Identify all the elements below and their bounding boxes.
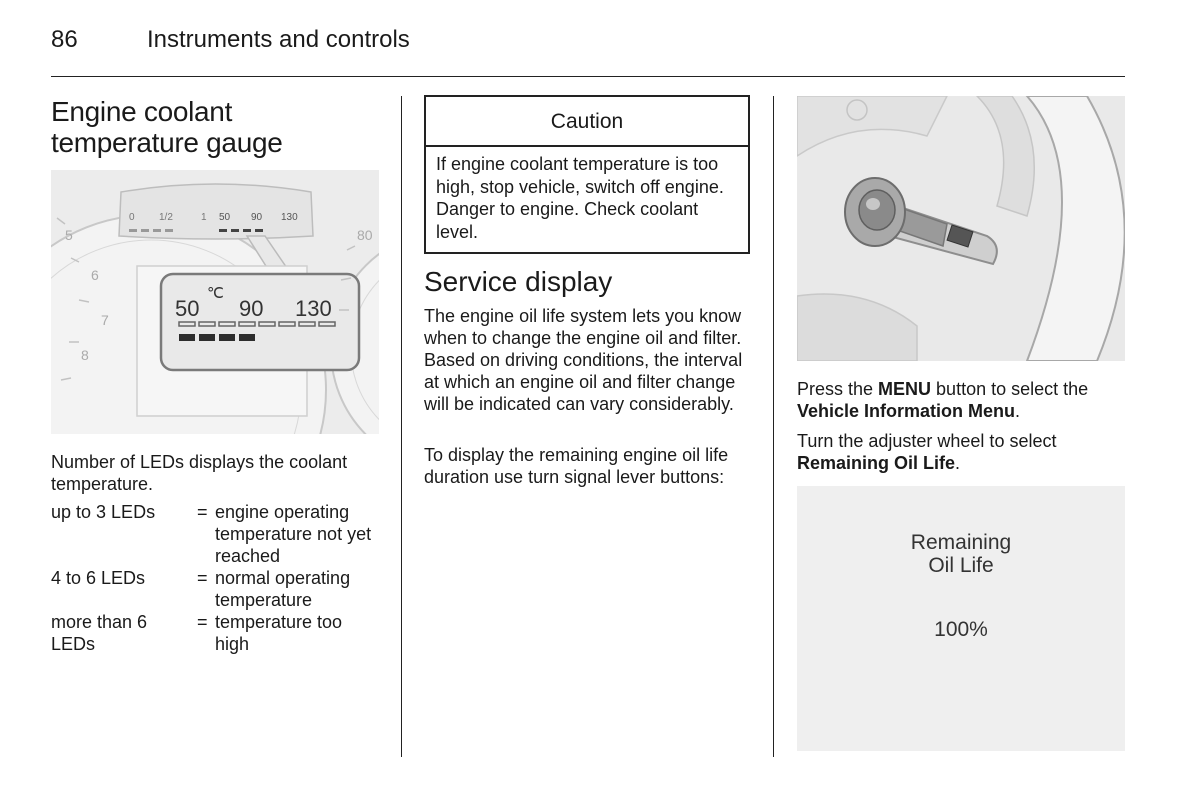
led-equals: = bbox=[197, 612, 208, 632]
dial-number-80: 80 bbox=[357, 227, 373, 243]
cluster-fuel-leds bbox=[129, 229, 173, 232]
oil-display-line1: Remaining bbox=[910, 531, 1012, 554]
cluster-label-50: 50 bbox=[219, 212, 231, 223]
coolant-title-line2: temperature gauge bbox=[51, 127, 283, 158]
coolant-title-line1: Engine coolant bbox=[51, 96, 233, 127]
coolant-gauge-illustration: 0 1/2 1 50 90 130 ℃ 50 90 130 bbox=[0, 170, 572, 566]
led-equals: = bbox=[197, 502, 208, 522]
cluster-label-90: 90 bbox=[251, 212, 263, 223]
menu-instruction-2-end: . bbox=[955, 453, 961, 473]
led-equals: = bbox=[197, 568, 208, 588]
service-display-title: Service display bbox=[424, 266, 613, 297]
menu-instruction-2-lead: Turn the adjuster wheel to select bbox=[797, 431, 1057, 451]
zoom-label-50: 50 bbox=[175, 296, 199, 321]
zoom-led-lit-row bbox=[179, 334, 255, 341]
cluster-label-half: 1/2 bbox=[159, 212, 173, 223]
column-divider-right bbox=[773, 96, 774, 757]
dial-number-6: 6 bbox=[91, 267, 99, 283]
oil-display-line2: Oil Life bbox=[928, 554, 994, 577]
coolant-gauge-svg: 0 1/2 1 50 90 130 ℃ 50 90 130 bbox=[0, 170, 572, 566]
menu-button-name: MENU bbox=[878, 379, 932, 399]
cluster-temp-leds bbox=[219, 229, 263, 232]
left-dial-ticks bbox=[56, 217, 90, 381]
led-description: normal operating temperature bbox=[215, 568, 351, 610]
chapter-title: Instruments and controls bbox=[147, 26, 410, 53]
dial-number-5: 5 bbox=[65, 227, 73, 243]
led-row: 4 to 6 LEDs = normal operating temperatu… bbox=[51, 567, 381, 611]
cluster-label-130: 130 bbox=[281, 212, 298, 223]
dial-number-7: 7 bbox=[101, 312, 109, 328]
header-rule bbox=[51, 76, 1125, 77]
cluster-label-0: 0 bbox=[129, 212, 135, 223]
led-condition: more than 6 LEDs bbox=[51, 612, 148, 654]
service-paragraph-2: To display the remaining engine oil life… bbox=[424, 445, 729, 487]
turn-signal-lever-illustration bbox=[797, 96, 1125, 361]
zoom-label-90: 90 bbox=[239, 296, 263, 321]
led-condition: 4 to 6 LEDs bbox=[51, 568, 146, 588]
led-row: up to 3 LEDs = engine operating temperat… bbox=[51, 501, 381, 567]
caution-text: If engine coolant temperature is too hig… bbox=[436, 154, 724, 242]
menu-instruction-2: Turn the adjuster wheel to select Remain… bbox=[797, 430, 1127, 474]
coolant-intro: Number of LEDs displays the coolant temp… bbox=[51, 452, 348, 494]
column-divider-left bbox=[401, 96, 402, 757]
caution-heading: Caution bbox=[426, 97, 748, 147]
turn-signal-lever-svg bbox=[797, 96, 1125, 361]
dial-number-8: 8 bbox=[81, 347, 89, 363]
menu-instruction-1-lead: Press the bbox=[797, 379, 879, 399]
cluster-label-1: 1 bbox=[201, 212, 207, 223]
led-description: temperature too high bbox=[215, 612, 343, 654]
coolant-section-title: Engine coolant temperature gauge bbox=[51, 96, 381, 158]
menu-instruction-1-end: . bbox=[1015, 401, 1021, 421]
zoom-led-outline-row bbox=[178, 321, 336, 327]
menu-instruction-1: Press the MENU button to select the Vehi… bbox=[797, 378, 1127, 422]
right-dial-ticks bbox=[339, 245, 356, 311]
led-description: engine operating temperature not yet rea… bbox=[215, 502, 372, 566]
led-table: up to 3 LEDs = engine operating temperat… bbox=[51, 501, 381, 655]
menu-instruction-1-mid: button to select the bbox=[931, 379, 1089, 399]
vehicle-info-menu-name: Vehicle Information Menu bbox=[797, 401, 1016, 421]
oil-life-percent: 100% bbox=[934, 618, 988, 641]
led-condition: up to 3 LEDs bbox=[51, 502, 156, 522]
led-row: more than 6 LEDs = temperature too high bbox=[51, 611, 381, 655]
thermometer-icon: ℃ bbox=[207, 285, 224, 302]
page-number: 86 bbox=[51, 26, 78, 53]
oil-life-display: Remaining Oil Life 100% bbox=[797, 486, 1125, 751]
caution-box: Caution If engine coolant temperature is… bbox=[424, 95, 750, 254]
coolant-section: Engine coolant temperature gauge 0 1/2 1… bbox=[0, 96, 572, 654]
remaining-oil-life-item: Remaining Oil Life bbox=[797, 453, 956, 473]
zoom-label-130: 130 bbox=[295, 296, 332, 321]
service-paragraph-1: The engine oil life system lets you know… bbox=[424, 306, 743, 414]
